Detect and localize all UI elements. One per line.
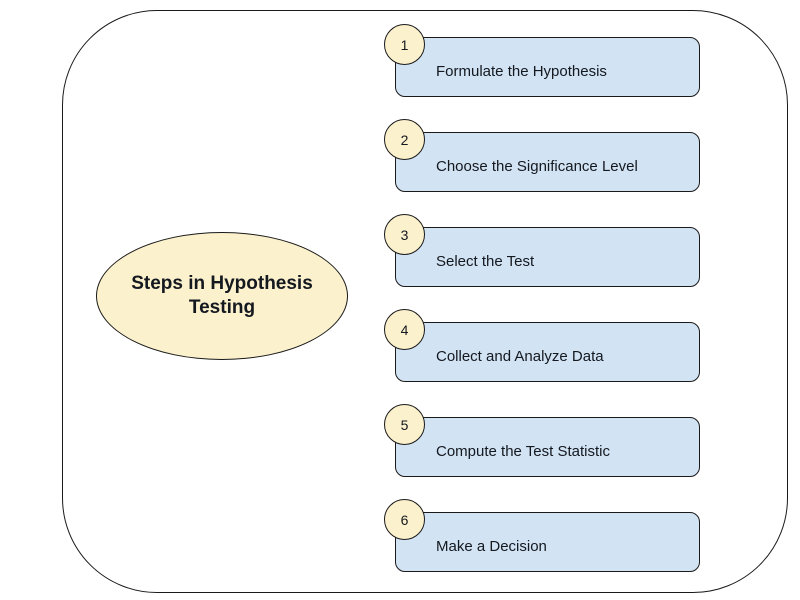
- step-node-1: Formulate the Hypothesis 1: [384, 24, 701, 97]
- step-number-badge-5: 5: [384, 404, 425, 445]
- step-number-badge-6: 6: [384, 499, 425, 540]
- step-number: 6: [400, 511, 409, 528]
- central-topic-ellipse: Steps in Hypothesis Testing: [96, 232, 348, 360]
- step-node-3: Select the Test 3: [384, 214, 701, 287]
- step-label: Make a Decision: [436, 537, 547, 555]
- step-number-badge-3: 3: [384, 214, 425, 255]
- step-box-3: Select the Test: [395, 227, 700, 287]
- step-node-2: Choose the Significance Level 2: [384, 119, 701, 192]
- step-number-badge-4: 4: [384, 309, 425, 350]
- step-node-4: Collect and Analyze Data 4: [384, 309, 701, 382]
- step-number: 4: [400, 321, 409, 338]
- step-number: 3: [400, 226, 409, 243]
- step-node-5: Compute the Test Statistic 5: [384, 404, 701, 477]
- step-box-6: Make a Decision: [395, 512, 700, 572]
- step-label: Select the Test: [436, 252, 535, 270]
- step-box-4: Collect and Analyze Data: [395, 322, 700, 382]
- step-box-1: Formulate the Hypothesis: [395, 37, 700, 97]
- step-node-6: Make a Decision 6: [384, 499, 701, 572]
- steps-column: Formulate the Hypothesis 1 Choose the Si…: [384, 24, 701, 572]
- diagram-title: Steps in Hypothesis Testing: [131, 273, 313, 318]
- step-number: 2: [400, 131, 409, 148]
- step-box-5: Compute the Test Statistic: [395, 417, 700, 477]
- step-label: Formulate the Hypothesis: [436, 62, 607, 80]
- step-label: Choose the Significance Level: [436, 157, 638, 175]
- step-number: 5: [400, 416, 409, 433]
- step-label: Collect and Analyze Data: [436, 347, 604, 365]
- step-number-badge-2: 2: [384, 119, 425, 160]
- step-number-badge-1: 1: [384, 24, 425, 65]
- diagram-boundary: [62, 10, 788, 593]
- step-number: 1: [400, 36, 409, 53]
- step-box-2: Choose the Significance Level: [395, 132, 700, 192]
- step-label: Compute the Test Statistic: [436, 442, 610, 460]
